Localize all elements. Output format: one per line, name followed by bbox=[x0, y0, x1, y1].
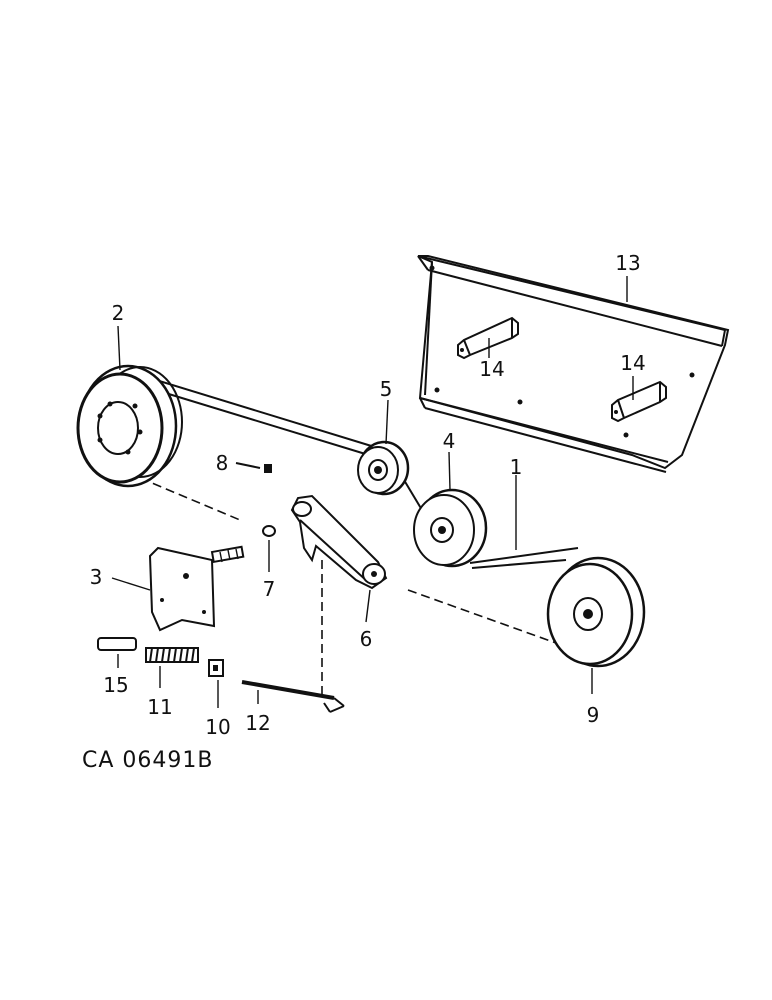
drive-pulley bbox=[76, 364, 183, 488]
bracket-lower bbox=[611, 380, 667, 423]
callout-8: 8 bbox=[216, 451, 229, 475]
callout-4: 4 bbox=[443, 429, 456, 453]
idler-pulley bbox=[413, 488, 488, 568]
callout-7: 7 bbox=[263, 577, 276, 601]
nut bbox=[235, 462, 272, 473]
flat-washer bbox=[208, 659, 224, 677]
driven-pulley bbox=[546, 556, 646, 668]
callout-15: 15 bbox=[103, 673, 128, 697]
callout-9: 9 bbox=[587, 703, 600, 727]
callout-11: 11 bbox=[147, 695, 172, 719]
callout-labels: 1 2 3 4 5 6 7 8 9 10 11 12 13 14 14 15 bbox=[90, 251, 646, 739]
adjusting-rod bbox=[241, 680, 345, 713]
callout-2: 2 bbox=[112, 301, 125, 325]
callout-5: 5 bbox=[380, 377, 393, 401]
callout-10: 10 bbox=[205, 715, 230, 739]
pin bbox=[97, 637, 137, 651]
washer bbox=[262, 525, 276, 537]
mounting-plate bbox=[148, 545, 245, 632]
callout-3: 3 bbox=[90, 565, 103, 589]
callout-6: 6 bbox=[360, 627, 373, 651]
idler-arm bbox=[290, 494, 388, 700]
callout-1: 1 bbox=[510, 455, 523, 479]
bracket-upper bbox=[457, 316, 519, 360]
leader-lines bbox=[111, 276, 634, 708]
idler-pulley-small bbox=[357, 440, 410, 496]
callout-13: 13 bbox=[615, 251, 640, 275]
callout-14-lower: 14 bbox=[620, 351, 645, 375]
figure-code: CA 06491B bbox=[82, 748, 213, 773]
spring bbox=[145, 647, 199, 663]
shield-panel bbox=[417, 255, 730, 473]
callout-12: 12 bbox=[245, 711, 270, 735]
callout-14-upper: 14 bbox=[479, 357, 504, 381]
